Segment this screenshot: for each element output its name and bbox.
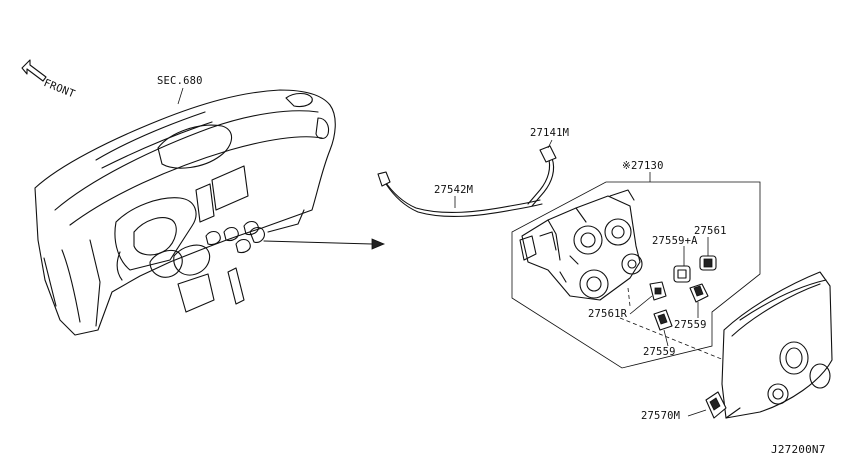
knob-27561r bbox=[649, 281, 667, 301]
part-label-27561r: 27561R bbox=[588, 308, 628, 320]
cable-27141m bbox=[527, 145, 557, 207]
part-label-27561: 27561 bbox=[694, 225, 727, 237]
knob-27559-lower bbox=[653, 309, 673, 331]
finisher-panel-27570m bbox=[705, 271, 833, 419]
diagram-code: J27200N7 bbox=[771, 443, 826, 456]
part-label-27570m: 27570M bbox=[641, 410, 681, 422]
front-arrow-icon bbox=[21, 59, 47, 82]
part-label-27141m: 27141M bbox=[530, 127, 570, 139]
part-label-27559-lower: 27559 bbox=[643, 346, 676, 358]
cable-27542m bbox=[377, 171, 543, 218]
dashboard-assembly bbox=[34, 89, 336, 336]
knob-27559-upper bbox=[689, 283, 709, 303]
assembly-callout-frame bbox=[511, 181, 761, 369]
reference-arrow bbox=[263, 238, 386, 250]
part-label-27559a: 27559+A bbox=[652, 235, 698, 247]
part-label-27130: ※27130 bbox=[622, 160, 664, 172]
part-label-27542m: 27542M bbox=[434, 184, 474, 196]
control-assembly-27130 bbox=[519, 189, 643, 301]
knob-27559a bbox=[673, 265, 691, 283]
knob-27561 bbox=[699, 255, 717, 271]
part-label-27559-upper: 27559 bbox=[674, 319, 707, 331]
section-ref-label: SEC.680 bbox=[157, 75, 203, 87]
